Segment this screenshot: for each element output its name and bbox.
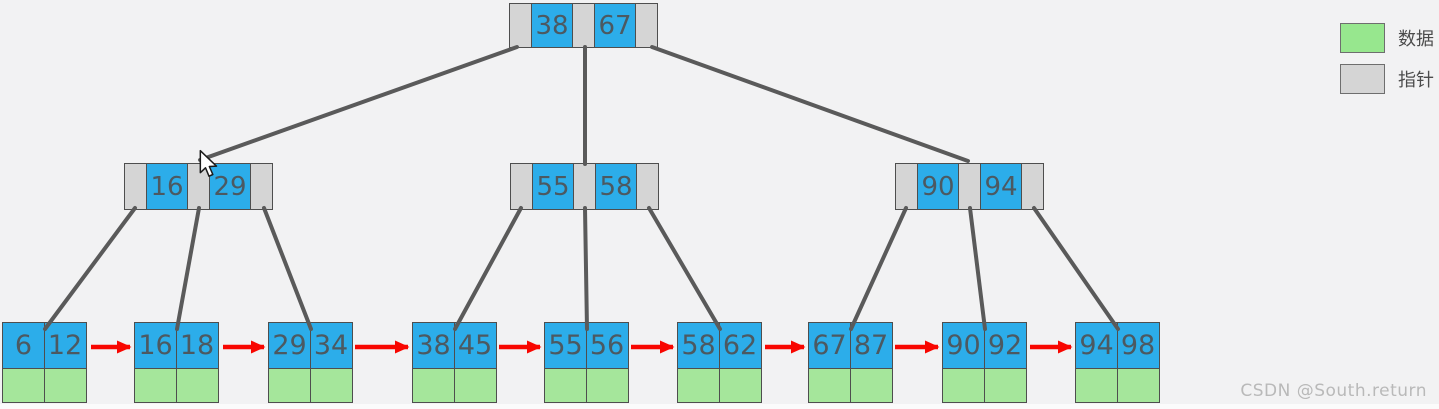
- data-cell: [309, 367, 353, 403]
- pointer-cell: [510, 163, 533, 210]
- data-cell: [268, 367, 311, 403]
- watermark-text: CSDN @South.return: [1240, 381, 1427, 401]
- key-cell: 29: [208, 163, 252, 210]
- leaf-node: 67 87: [808, 322, 893, 403]
- pointer-cell: [509, 3, 532, 48]
- internal-node: 55 58: [510, 163, 659, 210]
- legend-label: 指针: [1398, 70, 1434, 91]
- data-cell: [718, 367, 762, 403]
- internal-node: 16 29: [124, 163, 273, 210]
- leaf-node: 16 18: [134, 322, 219, 403]
- key-cell: 94: [1075, 322, 1118, 369]
- key-cell: 94: [979, 163, 1023, 210]
- key-cell: 45: [453, 322, 497, 369]
- key-cell: 38: [412, 322, 455, 369]
- key-cell: 16: [134, 322, 177, 369]
- data-cell: [1116, 367, 1160, 403]
- legend: 数据 指针: [1340, 23, 1434, 105]
- leaf-node: 58 62: [677, 322, 762, 403]
- tree-root-node: 38 67: [509, 3, 658, 48]
- key-cell: 67: [808, 322, 851, 369]
- key-cell: 29: [268, 322, 311, 369]
- key-cell: 92: [983, 322, 1027, 369]
- pointer-cell: [572, 3, 595, 48]
- key-cell: 12: [43, 322, 87, 369]
- key-cell: 58: [594, 163, 638, 210]
- pointer-cell: [250, 163, 273, 210]
- data-cell: [677, 367, 720, 403]
- data-cell: [983, 367, 1027, 403]
- mouse-cursor-icon: [199, 149, 218, 177]
- legend-label: 数据: [1398, 29, 1434, 50]
- data-cell: [134, 367, 177, 403]
- leaf-node: 29 34: [268, 322, 353, 403]
- data-cell: [1075, 367, 1118, 403]
- data-cell: [808, 367, 851, 403]
- key-cell: 16: [145, 163, 189, 210]
- key-cell: 55: [531, 163, 575, 210]
- leaf-node: 94 98: [1075, 322, 1160, 403]
- key-cell: 87: [849, 322, 893, 369]
- leaf-node: 55 56: [544, 322, 629, 403]
- data-cell: [453, 367, 497, 403]
- data-cell: [849, 367, 893, 403]
- pointer-cell: [636, 163, 659, 210]
- data-cell: [585, 367, 629, 403]
- leaf-node: 6 12: [2, 322, 87, 403]
- pointer-cell: [573, 163, 596, 210]
- key-cell: 38: [530, 3, 574, 48]
- pointer-cell: [1021, 163, 1044, 210]
- data-swatch: [1340, 23, 1385, 53]
- data-cell: [175, 367, 219, 403]
- key-cell: 55: [544, 322, 587, 369]
- pointer-cell: [895, 163, 918, 210]
- data-cell: [544, 367, 587, 403]
- pointer-cell: [635, 3, 658, 48]
- data-cell: [43, 367, 87, 403]
- key-cell: 34: [309, 322, 353, 369]
- data-cell: [942, 367, 985, 403]
- key-cell: 98: [1116, 322, 1160, 369]
- legend-item-pointer: 指针: [1340, 64, 1434, 94]
- key-cell: 67: [593, 3, 637, 48]
- data-cell: [2, 367, 45, 403]
- leaf-node: 90 92: [942, 322, 1027, 403]
- internal-node: 90 94: [895, 163, 1044, 210]
- key-cell: 56: [585, 322, 629, 369]
- key-cell: 6: [2, 322, 45, 369]
- legend-item-data: 数据: [1340, 23, 1434, 53]
- key-cell: 18: [175, 322, 219, 369]
- key-cell: 90: [942, 322, 985, 369]
- canvas-bottom-strip: [0, 404, 1439, 409]
- pointer-cell: [124, 163, 147, 210]
- pointer-swatch: [1340, 64, 1385, 94]
- data-cell: [412, 367, 455, 403]
- key-cell: 90: [916, 163, 960, 210]
- key-cell: 58: [677, 322, 720, 369]
- pointer-cell: [958, 163, 981, 210]
- key-cell: 62: [718, 322, 762, 369]
- leaf-node: 38 45: [412, 322, 497, 403]
